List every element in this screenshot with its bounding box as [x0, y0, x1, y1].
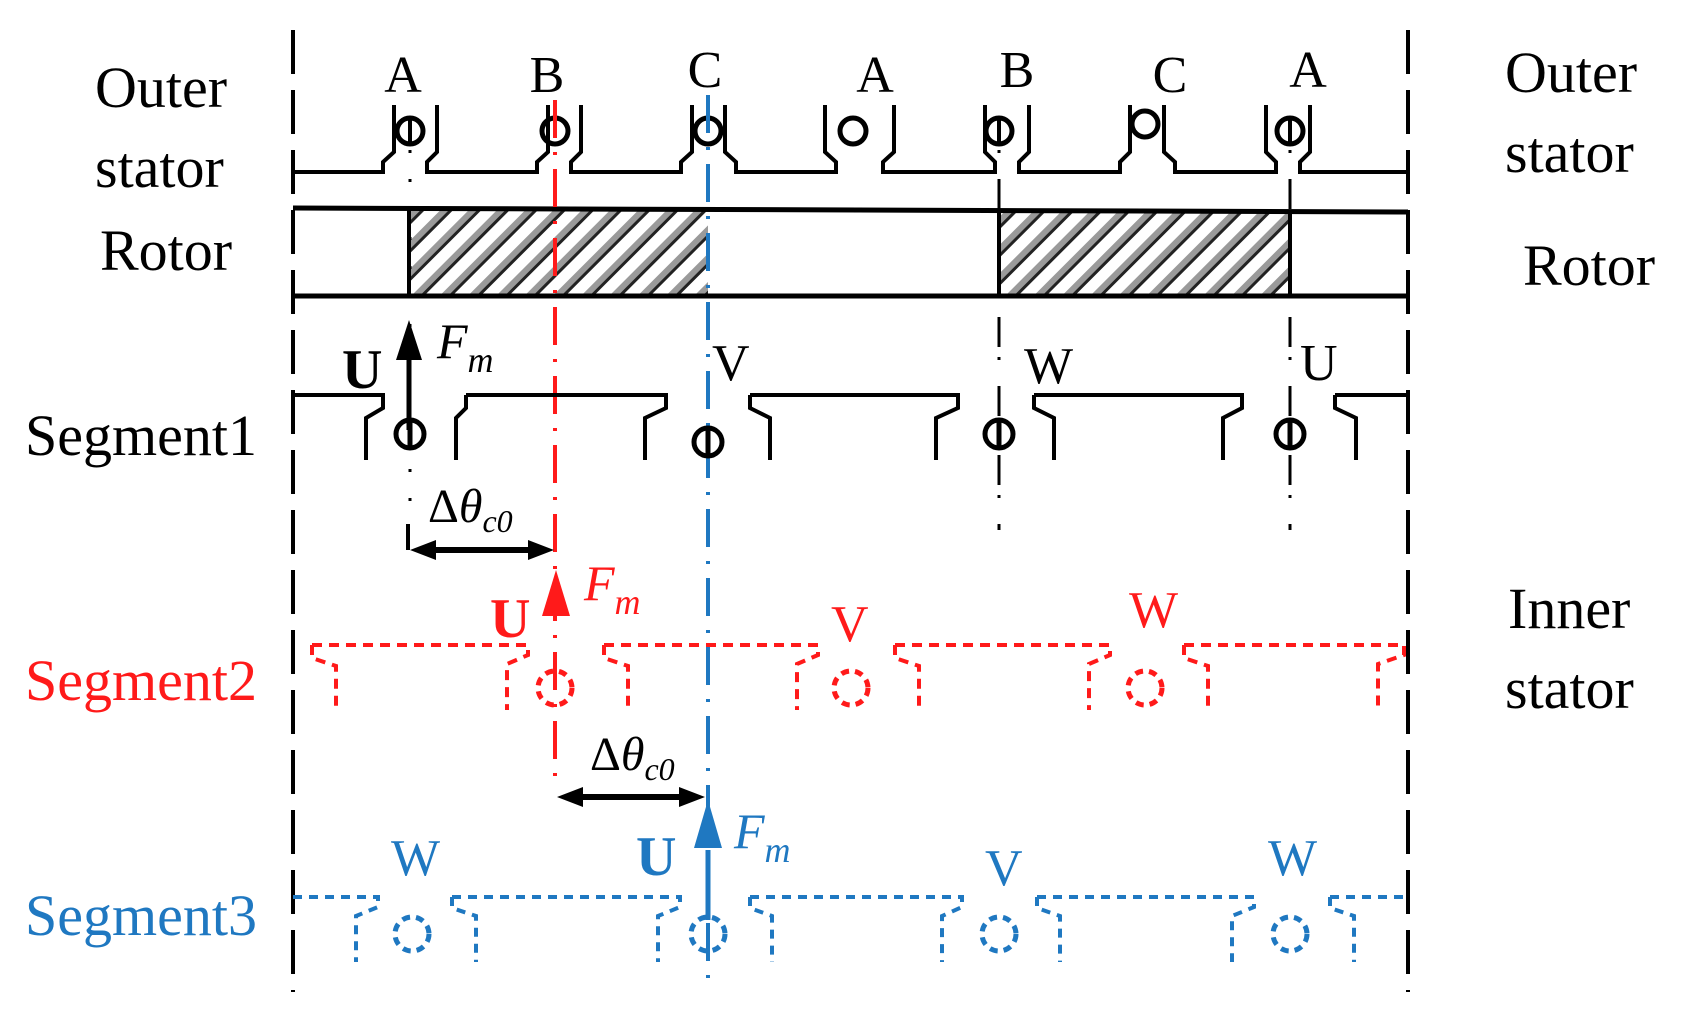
segment1-phase-w: W [1024, 338, 1073, 395]
segment3-coils [392, 914, 1310, 954]
outer-stator-profile [293, 105, 1408, 174]
segment1-force-arrow [396, 320, 422, 430]
segment1-profile [293, 393, 1408, 460]
outer-phase-a3: A [1289, 42, 1327, 99]
outer-stator-label-right-line2: stator [1505, 120, 1634, 185]
segment3-label: Segment3 [25, 883, 257, 948]
segment2-profile [310, 643, 1406, 710]
segment3-force-arrow [694, 800, 722, 920]
outer-stator-coil-stems [408, 118, 1292, 144]
outer-stator-label-left-line1: Outer [95, 55, 227, 120]
segment1-u-label: U [342, 339, 382, 401]
inner-stator-label-line2: stator [1505, 656, 1634, 721]
segment3-phase-w1: W [391, 830, 440, 887]
outer-stator-coils [394, 108, 1306, 147]
segment2-force-arrow [542, 570, 570, 616]
segment1-phase-v: V [712, 335, 750, 392]
offset-arrow-1 [406, 524, 554, 560]
offset-label-2: Δθc0 [590, 728, 675, 787]
rotor-label-left: Rotor [100, 218, 232, 283]
offset-arrow-2 [557, 787, 705, 807]
segment2-coils [535, 668, 1165, 708]
rotor-magnet-2 [999, 210, 1290, 295]
outer-phase-c1: C [688, 42, 723, 99]
outer-phase-a2: A [856, 47, 894, 104]
segment1-coils [393, 417, 1307, 459]
segment1-phase-u: U [1300, 335, 1338, 392]
rotor [292, 205, 1409, 299]
outer-stator-phase-labels: A B C A B C A [384, 42, 1327, 104]
outer-phase-b2: B [1000, 42, 1035, 99]
outer-stator-label-right-line1: Outer [1505, 40, 1637, 105]
inner-stator-label-line1: Inner [1508, 576, 1630, 641]
segment2-label: Segment2 [25, 648, 257, 713]
segment3-phase-v: V [985, 840, 1023, 897]
segment2-u-label: U [490, 588, 530, 650]
outer-phase-a1: A [384, 47, 422, 104]
segment3-force-label: Fm [733, 803, 791, 870]
segment3-phase-w2: W [1268, 830, 1317, 887]
segment2-phase-w: W [1129, 582, 1178, 639]
segment3-profile [293, 895, 1408, 962]
segment2-force-label: Fm [583, 555, 641, 622]
outer-phase-c2: C [1153, 47, 1188, 104]
segment2-phase-v: V [831, 596, 869, 653]
segment3-u-label: U [636, 826, 676, 888]
segment1-force-label: Fm [436, 313, 494, 380]
offset-label-1: Δθc0 [428, 480, 513, 539]
rotor-label-right: Rotor [1523, 233, 1655, 298]
outer-stator-label-left-line2: stator [95, 135, 224, 200]
segment1-label: Segment1 [25, 403, 257, 468]
rotor-magnet-1 [409, 210, 708, 295]
outer-phase-b1: B [530, 47, 565, 104]
